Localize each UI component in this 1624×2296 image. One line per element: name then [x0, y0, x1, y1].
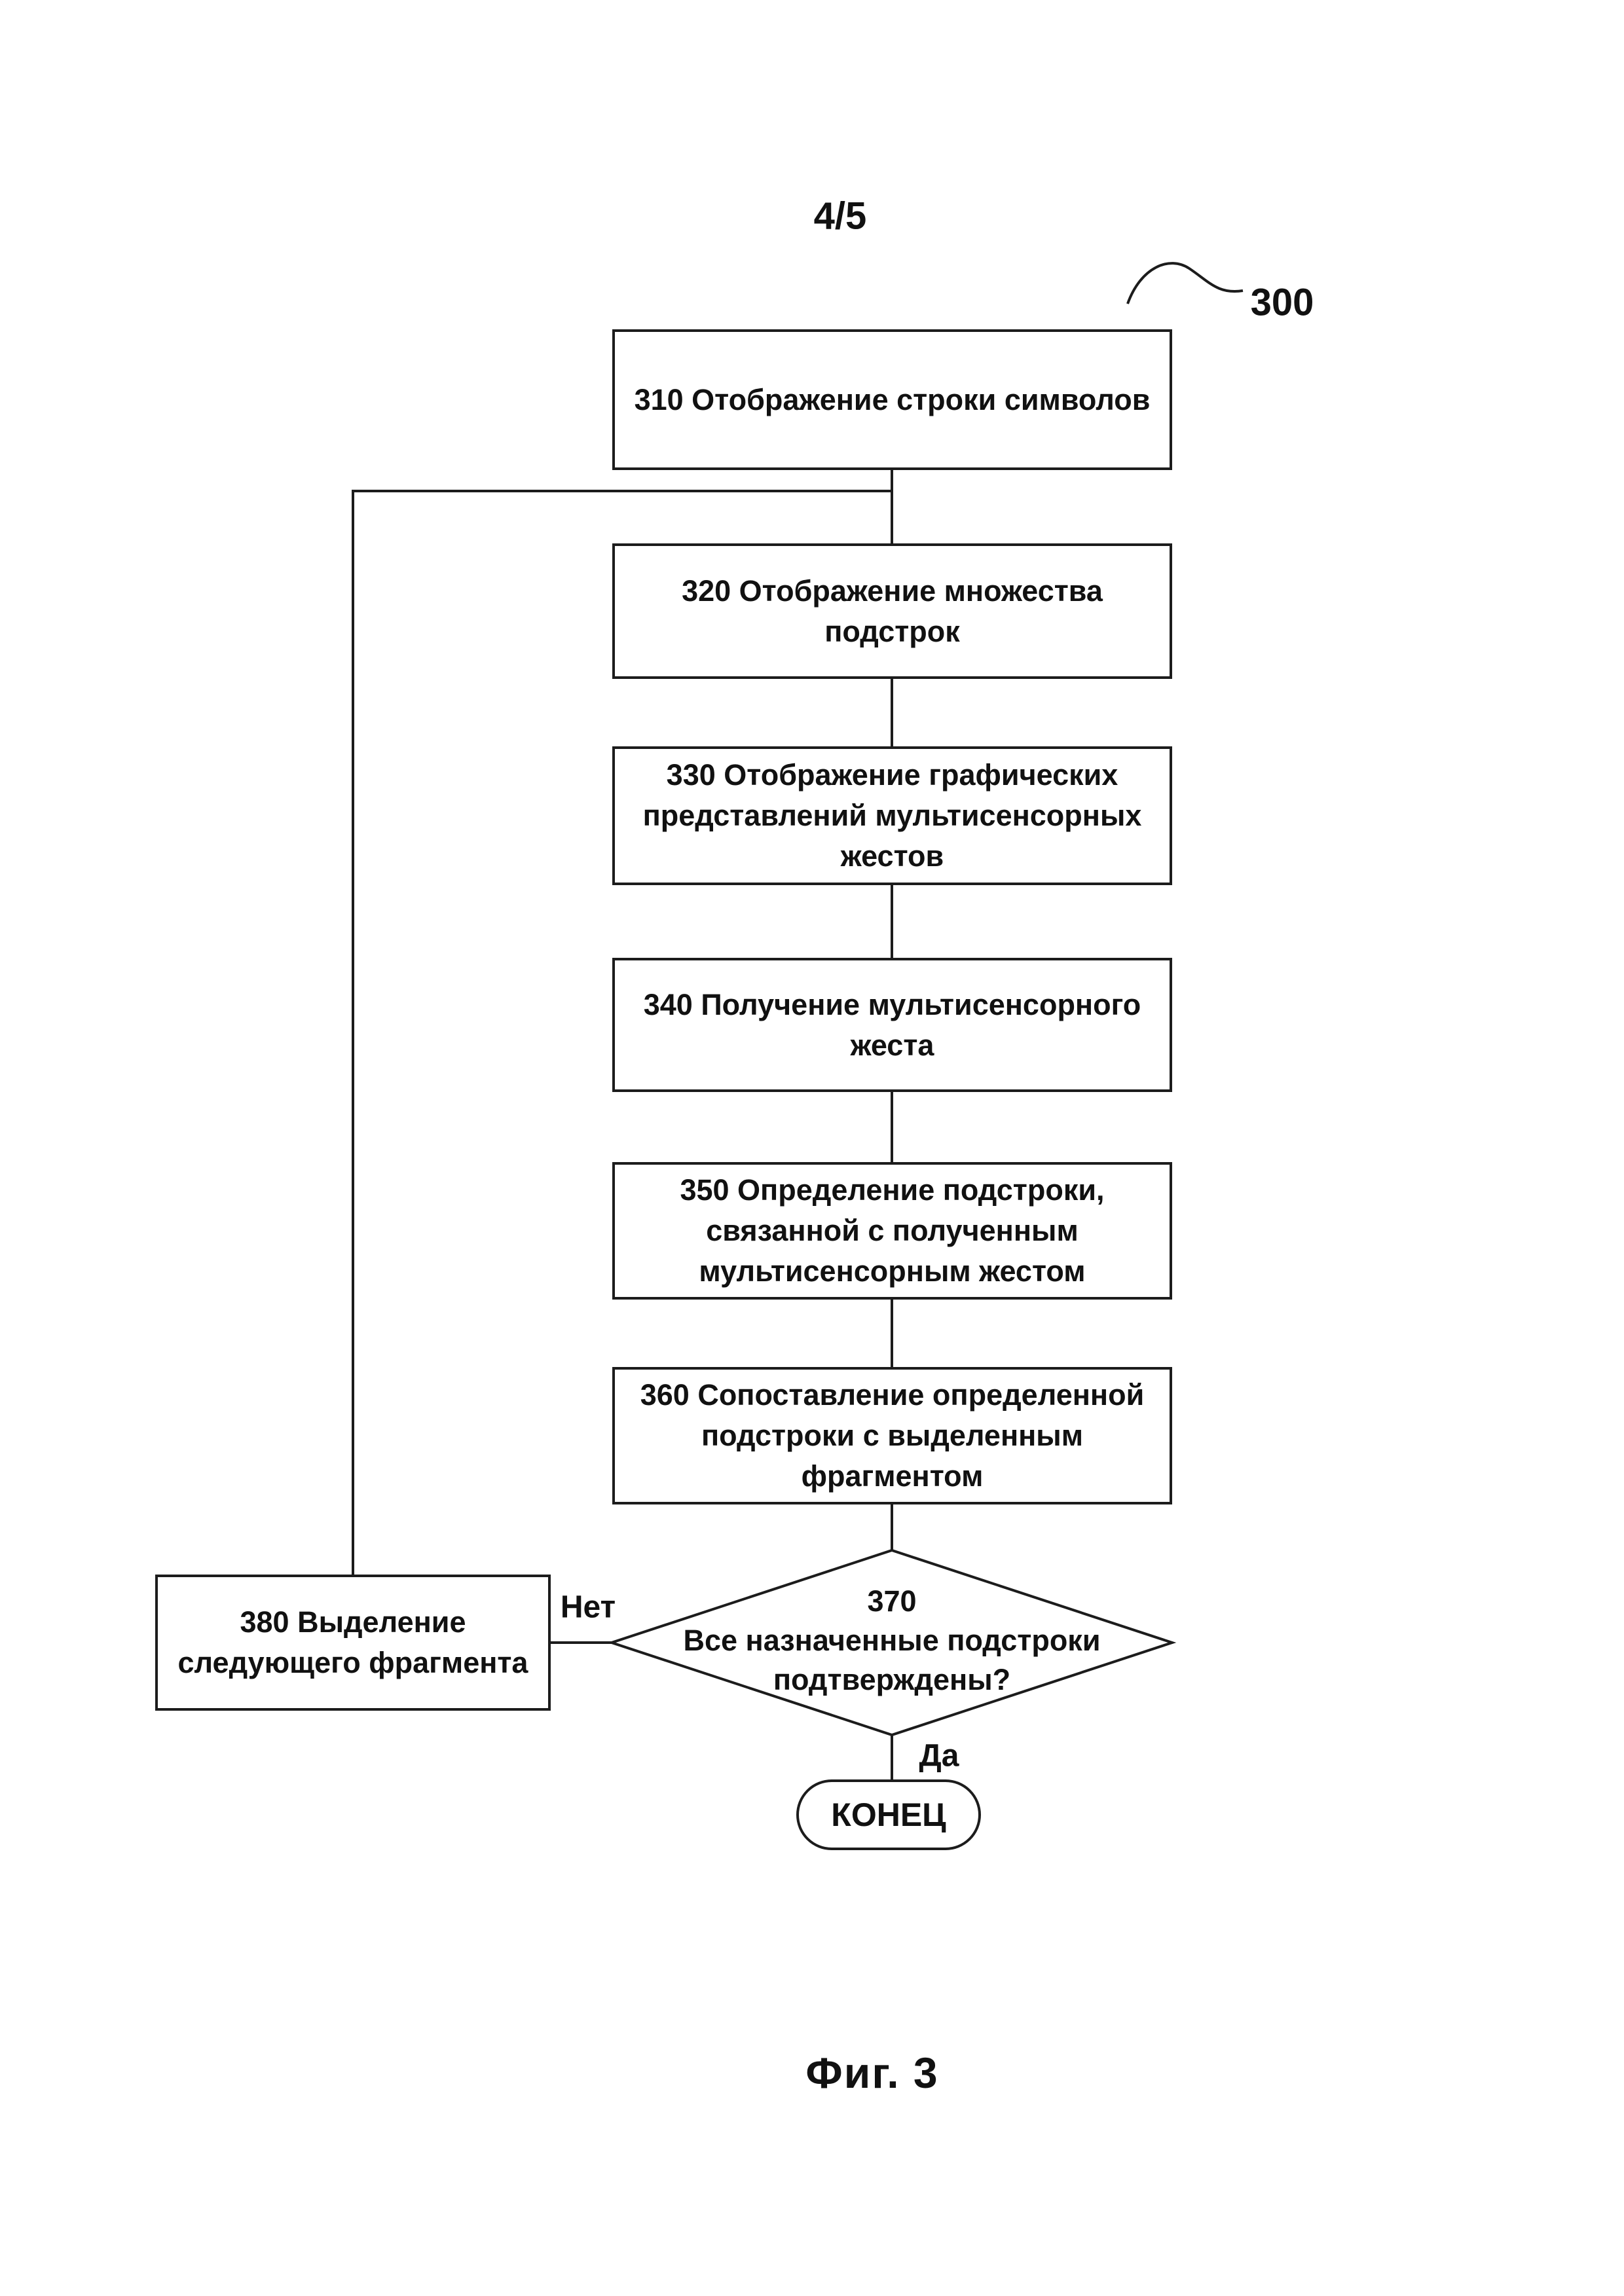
step-340-box: 340 Получение мультисенсорного жеста: [612, 958, 1172, 1092]
sheet-number: 4/5: [813, 194, 867, 238]
step-380-label: 380 Выделение следующего фрагмента: [177, 1605, 528, 1679]
step-350-label: 350 Определение подстроки, связанной с п…: [680, 1173, 1105, 1288]
step-320-label: 320 Отображение множества подстрок: [682, 574, 1103, 648]
step-350-box: 350 Определение подстроки, связанной с п…: [612, 1162, 1172, 1300]
edge-label-yes: Да: [919, 1738, 959, 1774]
step-310-label: 310 Отображение строки символов: [634, 382, 1151, 416]
step-360-label: 360 Сопоставление определенной подстроки…: [640, 1378, 1145, 1493]
edge-label-no: Нет: [560, 1590, 616, 1625]
decision-370-diamond: [607, 1548, 1177, 1737]
step-380-box: 380 Выделение следующего фрагмента: [155, 1575, 551, 1711]
step-340-label: 340 Получение мультисенсорного жеста: [643, 987, 1141, 1062]
step-310-box: 310 Отображение строки символов: [612, 329, 1172, 470]
diagram-reference-number: 300: [1250, 281, 1314, 324]
step-320-box: 320 Отображение множества подстрок: [612, 543, 1172, 679]
figure-caption: Фиг. 3: [805, 2049, 939, 2097]
feedback-loop-380-to-320: [352, 490, 892, 1575]
decision-370-label: 370 Все назначенные подстроки подтвержде…: [683, 1584, 1101, 1696]
step-330-label: 330 Отображение графических представлени…: [642, 758, 1142, 873]
end-terminator: КОНЕЦ: [796, 1779, 981, 1850]
reference-leader-squiggle: [1126, 262, 1244, 304]
end-terminator-label: КОНЕЦ: [831, 1796, 946, 1833]
step-330-box: 330 Отображение графических представлени…: [612, 746, 1172, 885]
step-360-box: 360 Сопоставление определенной подстроки…: [612, 1367, 1172, 1504]
